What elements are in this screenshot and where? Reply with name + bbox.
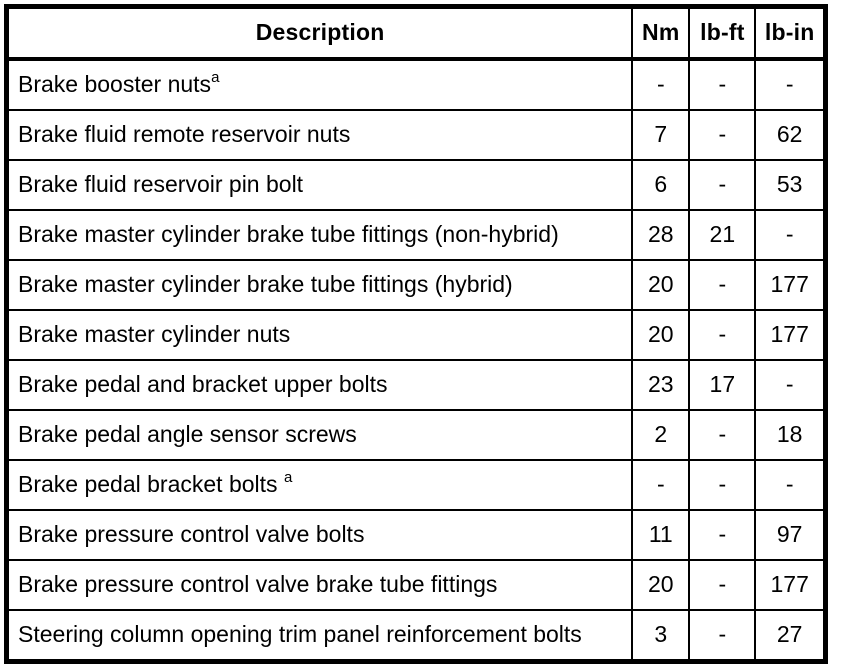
nm-cell: 23 [631,359,691,411]
nm-cell: 20 [631,309,691,361]
description-cell: Brake pedal bracket bolts a [5,459,634,511]
nm-cell: 28 [631,209,691,261]
header-description: Description [5,5,634,61]
lb-in-cell: 27 [754,609,827,663]
description-cell: Brake master cylinder brake tube fitting… [5,259,634,311]
nm-cell: 3 [631,609,691,663]
description-cell: Brake master cylinder brake tube fitting… [5,209,634,261]
nm-cell: 20 [631,559,691,611]
lb-ft-cell: - [688,58,757,111]
lb-ft-cell: - [688,609,757,663]
lb-ft-cell: - [688,259,757,311]
document-page: Description Nm lb-ft lb-in Brake booster… [4,4,828,664]
nm-cell: 7 [631,109,691,161]
nm-cell: 6 [631,159,691,211]
table-row: Brake master cylinder brake tube fitting… [5,259,827,311]
lb-ft-cell: - [688,309,757,361]
lb-ft-cell: 17 [688,359,757,411]
lb-in-cell: 18 [754,409,827,461]
header-lb-in: lb-in [754,5,827,61]
header-row: Description Nm lb-ft lb-in [5,5,827,61]
lb-in-cell: 177 [754,309,827,361]
header-nm: Nm [631,5,691,61]
description-cell: Brake master cylinder nuts [5,309,634,361]
lb-in-cell: - [754,58,827,111]
lb-in-cell: - [754,359,827,411]
table-row: Brake pedal bracket bolts a--- [5,459,827,511]
lb-ft-cell: - [688,509,757,561]
nm-cell: 20 [631,259,691,311]
lb-ft-cell: - [688,459,757,511]
lb-in-cell: 177 [754,259,827,311]
lb-ft-cell: - [688,109,757,161]
footnote-marker: a [283,468,293,486]
lb-ft-cell: - [688,559,757,611]
nm-cell: 11 [631,509,691,561]
description-cell: Brake fluid remote reservoir nuts [5,109,634,161]
table-row: Brake pressure control valve brake tube … [5,559,827,611]
table-row: Steering column opening trim panel reinf… [5,609,827,663]
header-lb-ft: lb-ft [688,5,757,61]
description-cell: Brake fluid reservoir pin bolt [5,159,634,211]
nm-cell: - [631,58,691,111]
lb-in-cell: - [754,209,827,261]
nm-cell: - [631,459,691,511]
table-row: Brake booster nutsa--- [5,58,827,111]
table-row: Brake master cylinder brake tube fitting… [5,209,827,261]
torque-spec-table: Description Nm lb-ft lb-in Brake booster… [4,4,828,664]
lb-ft-cell: 21 [688,209,757,261]
table-body: Brake booster nutsa---Brake fluid remote… [5,58,827,663]
description-cell: Brake pedal angle sensor screws [5,409,634,461]
description-cell: Brake pedal and bracket upper bolts [5,359,634,411]
description-cell: Brake pressure control valve brake tube … [5,559,634,611]
description-cell: Steering column opening trim panel reinf… [5,609,634,663]
lb-ft-cell: - [688,409,757,461]
footnote-marker: a [211,68,220,86]
lb-in-cell: 177 [754,559,827,611]
lb-ft-cell: - [688,159,757,211]
nm-cell: 2 [631,409,691,461]
lb-in-cell: 62 [754,109,827,161]
lb-in-cell: 97 [754,509,827,561]
lb-in-cell: - [754,459,827,511]
description-cell: Brake pressure control valve bolts [5,509,634,561]
lb-in-cell: 53 [754,159,827,211]
description-cell: Brake booster nutsa [5,58,634,111]
